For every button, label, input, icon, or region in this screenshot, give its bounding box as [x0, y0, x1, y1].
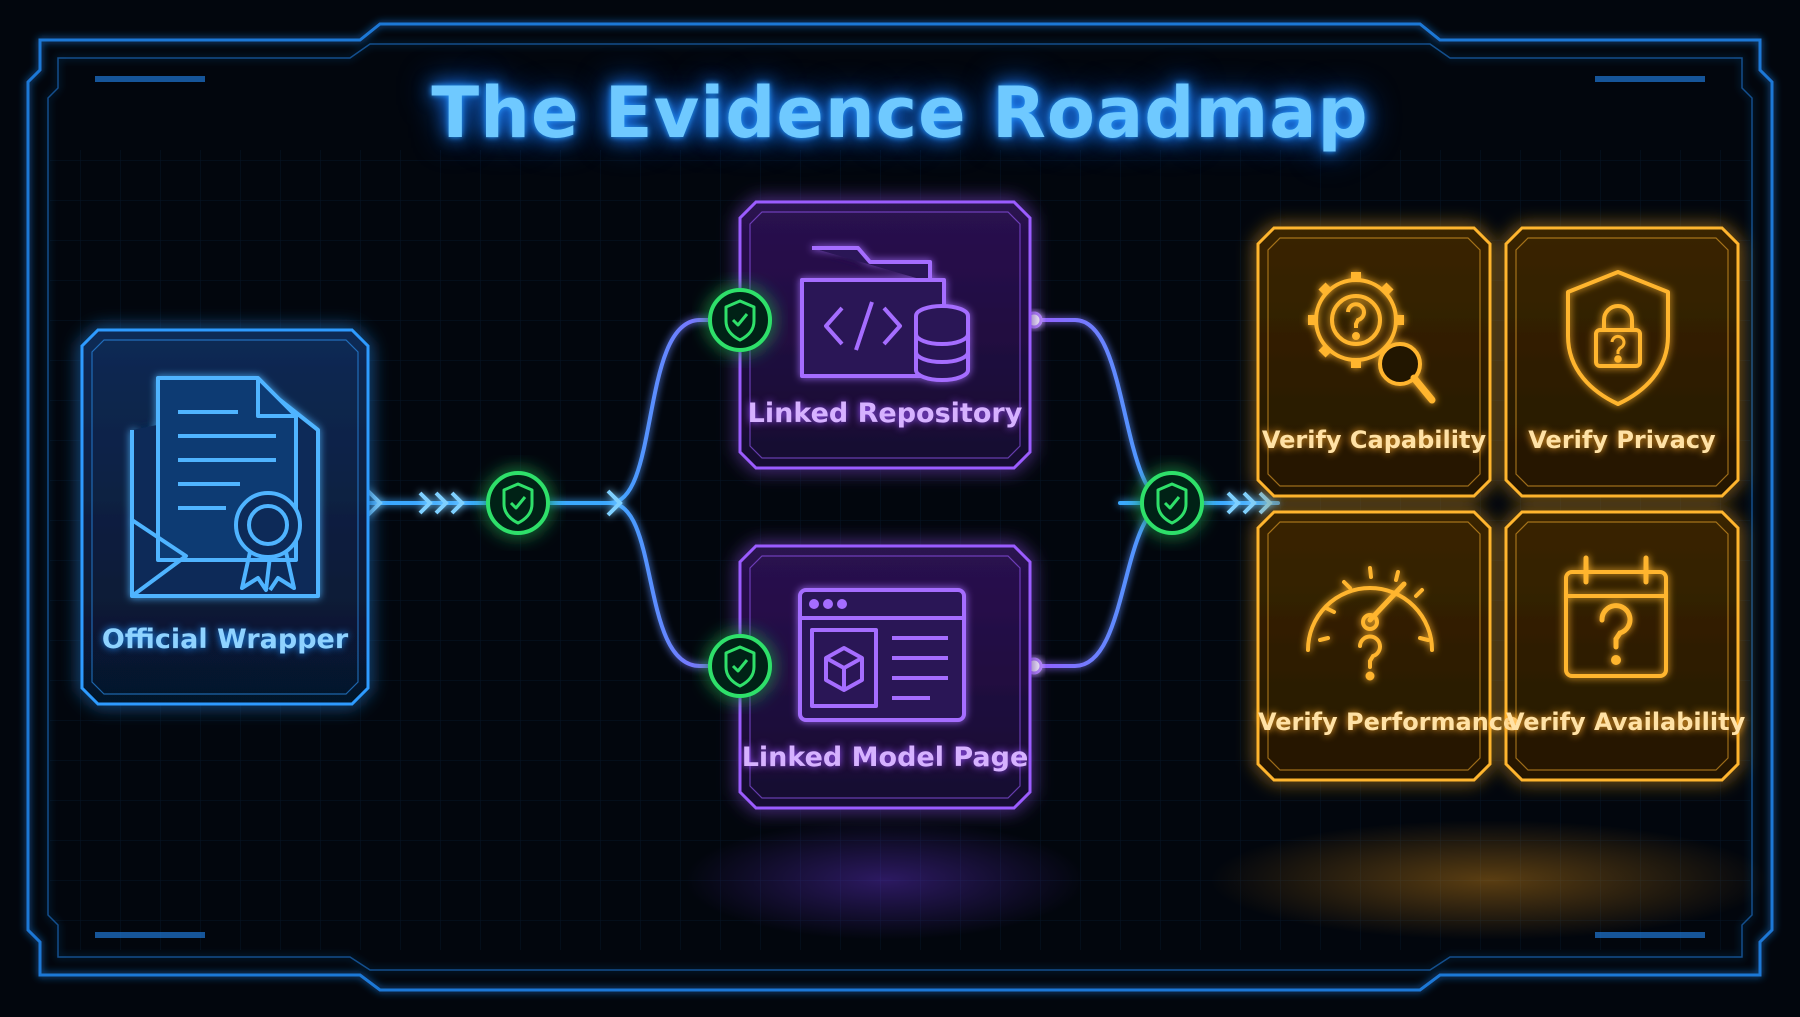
linked-model-page-label: Linked Model Page: [741, 742, 1029, 773]
shield-check-icon: [724, 645, 756, 688]
code-folder-database-icon: [800, 246, 970, 382]
gauge-question-icon: [1306, 566, 1434, 681]
page-title: The Evidence Roadmap: [431, 72, 1369, 154]
linked-repository-label: Linked Repository: [747, 398, 1023, 429]
checkpoint-model-page: [708, 634, 772, 698]
hud-frame: [26, 22, 1774, 992]
node-linked-model-page: [738, 544, 1032, 810]
node-verify-availability: [1504, 510, 1740, 782]
checkpoint-repository: [708, 288, 772, 352]
verify-availability-label: Verify Availability: [1506, 708, 1746, 736]
calendar-question-icon: [1564, 555, 1668, 678]
verify-capability-label: Verify Capability: [1261, 426, 1487, 454]
shield-lock-icon: [1566, 270, 1670, 406]
node-verify-capability: [1256, 226, 1492, 498]
shield-check-icon: [724, 299, 756, 342]
node-verify-privacy: [1504, 226, 1740, 498]
frame-hash-marks: [95, 76, 1705, 938]
node-official-wrapper: [80, 328, 370, 706]
browser-cube-icon: [798, 588, 966, 722]
official-wrapper-label: Official Wrapper: [101, 624, 349, 655]
flow-chevrons: [364, 487, 1273, 519]
verify-performance-label: Verify Performance: [1258, 708, 1520, 736]
checkpoint-entry: [486, 471, 550, 535]
certificate-document-icon: [130, 376, 320, 598]
shield-check-icon: [502, 482, 534, 525]
checkpoint-merge: [1140, 471, 1204, 535]
node-linked-repository: [738, 200, 1032, 470]
verify-privacy-label: Verify Privacy: [1528, 426, 1716, 454]
gear-question-search-icon: [1308, 272, 1436, 404]
node-verify-performance: [1256, 510, 1492, 782]
shield-check-icon: [1156, 482, 1188, 525]
